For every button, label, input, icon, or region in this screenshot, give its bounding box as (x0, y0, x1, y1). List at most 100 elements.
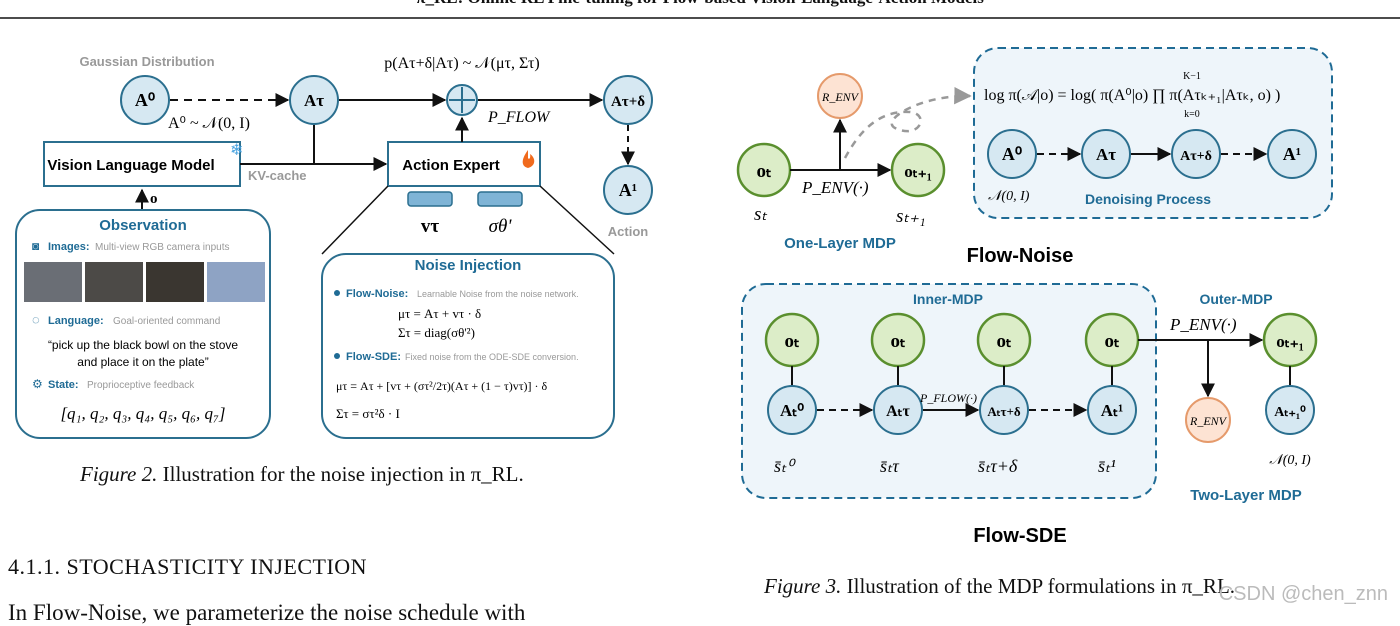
prior-eq: A⁰ ~ 𝒩(0, I) (168, 115, 250, 132)
inner-o-t-3-label: oₜ (996, 331, 1011, 352)
node-a1-label: A¹ (619, 180, 637, 200)
outer-a0 (1265, 385, 1315, 435)
speech-bubble-icon: ◌ (32, 312, 40, 327)
figure-3-caption: Figure 3. Illustration of the MDP formul… (764, 574, 1235, 599)
inner-mdp-panel (741, 283, 1157, 499)
gaussian-label: Gaussian Distribution (79, 54, 214, 69)
denoise-node-a0 (987, 129, 1037, 179)
two-layer-mdp-label: Two-Layer MDP (1190, 487, 1301, 504)
denoising-process-label: Denoising Process (1085, 191, 1211, 207)
r-env-node-top (817, 73, 863, 119)
one-layer-mdp-label: One-Layer MDP (784, 235, 896, 252)
inner-s0: s̄ₜ⁰ (774, 456, 796, 476)
flow-noise-label: Flow-Noise: (346, 288, 408, 300)
camera-image-3 (146, 262, 204, 302)
denoise-node-a1 (1267, 129, 1317, 179)
noise-injection-title: Noise Injection (415, 257, 522, 274)
inner-o-t-1-label: oₜ (784, 331, 799, 352)
inner-atd (979, 385, 1029, 435)
outer-p-env-label: P_ENV(·) (1169, 315, 1237, 334)
denoise-node-atd-label: Aτ+δ (1180, 149, 1212, 164)
flow-sde-desc: Fixed noise from the ODE-SDE conversion. (405, 352, 579, 362)
node-a-tau-delta (603, 75, 653, 125)
denoise-normal-label: 𝒩(0, I) (988, 189, 1030, 204)
sigma-label: σθ' (489, 216, 513, 237)
node-o-t1 (890, 142, 946, 198)
product-upper-limit: K−1 (1183, 71, 1201, 82)
language-label: Language: (48, 315, 104, 327)
flow-noise-bullet (334, 290, 340, 296)
figure-3: R_ENV oₜ oₜ₊₁ P_ENV(·) sₜ sₜ₊₁ One-Layer… (736, 47, 1333, 547)
flow-noise-eq-1: μτ = Aτ + vτ · δ (398, 306, 481, 321)
node-a-tau (289, 75, 339, 125)
inner-a1-label: Aₜ¹ (1101, 401, 1123, 420)
flow-noise-title: Flow-Noise (967, 245, 1074, 267)
s-t-label: sₜ (754, 204, 767, 225)
kv-cache-label: KV-cache (248, 168, 307, 183)
sigma-chip (477, 191, 523, 207)
inner-o-t-2-label: oₜ (890, 331, 905, 352)
node-o-t1-label: oₜ₊₁ (904, 162, 932, 181)
p-flow-label: P_FLOW (487, 109, 551, 126)
p-env-label-top: P_ENV(·) (801, 178, 869, 197)
r-env-node-bottom (1185, 397, 1231, 443)
images-icon: ◙ (32, 239, 39, 253)
inner-atau-label: Aₜτ (886, 403, 910, 420)
inner-stau: s̄ₜτ (880, 456, 899, 476)
r-env-label-bottom: R_ENV (1189, 414, 1228, 428)
action-expert-box (387, 141, 541, 187)
inner-atau (873, 385, 923, 435)
inner-mdp-label: Inner-MDP (913, 291, 983, 307)
v-tau-label: vτ (421, 216, 440, 237)
inner-std: s̄ₜτ+δ (978, 456, 1018, 476)
flow-noise-desc: Learnable Noise from the noise network. (417, 289, 579, 299)
denoise-node-atau-label: Aτ (1096, 145, 1116, 164)
snowflake-icon: ❄ (230, 142, 243, 159)
state-label: State: (48, 379, 79, 391)
node-a0 (120, 75, 170, 125)
node-o-t-label: oₜ (756, 161, 771, 182)
v-tau-chip (407, 191, 453, 207)
node-a0-label: A⁰ (135, 90, 155, 110)
fire-icon (522, 150, 535, 168)
flow-sde-label: Flow-SDE: (346, 351, 401, 363)
outer-o-t1-label: oₜ₊₁ (1276, 332, 1304, 351)
language-desc: Goal-oriented command (113, 316, 220, 327)
zoom-dashed-curve (843, 86, 972, 159)
node-a-tau-label: Aτ (304, 91, 324, 110)
camera-image-1 (24, 262, 82, 302)
flow-sde-eq-1: μτ = Aτ + [vτ + (στ²/2τ)(Aτ + (1 − τ)vτ)… (336, 379, 548, 393)
command-line-1: “pick up the black bowl on the stove (48, 338, 238, 352)
denoise-node-a1-label: A¹ (1283, 144, 1301, 164)
transition-eq: p(Aτ+δ|Aτ) ~ 𝒩(μτ, Στ) (384, 55, 540, 72)
figure-2-caption-label: Figure 2. (80, 462, 158, 486)
product-lower-limit: k=0 (1184, 109, 1200, 120)
vlm-label: Vision Language Model (47, 157, 214, 174)
figure-2-caption: Figure 2. Illustration for the noise inj… (80, 462, 524, 487)
robot-arm-icon: ⚙ (32, 377, 43, 391)
flow-noise-eq-2: Στ = diag(σθ'²) (398, 325, 475, 340)
camera-image-2 (85, 262, 143, 302)
inner-a0 (767, 385, 817, 435)
denoise-node-atd (1171, 129, 1221, 179)
inner-a0-label: Aₜ⁰ (780, 401, 804, 420)
paper-header-title: π_RL: Online RL Fine-tuning for Flow-bas… (0, 0, 1400, 8)
figure-2-caption-text: Illustration for the noise injection in … (162, 462, 524, 486)
denoise-node-atau (1081, 129, 1131, 179)
command-line-2: and place it on the plate” (77, 355, 208, 369)
figure-2: Gaussian Distribution A⁰ Aτ Aτ+δ A¹ Acti… (15, 54, 653, 439)
body-paragraph: In Flow-Noise, we parameterize the noise… (8, 600, 526, 625)
inner-o-t-4-label: oₜ (1104, 331, 1119, 352)
zoom-line-left (321, 185, 389, 255)
figure-3-caption-label: Figure 3. (764, 574, 842, 598)
state-desc: Proprioceptive feedback (87, 380, 195, 391)
figure-3-caption-text: Illustration of the MDP formulations in … (846, 574, 1236, 598)
zoom-line-right (539, 185, 615, 255)
inner-atd-label: Aₜτ+δ (987, 404, 1021, 419)
s-t1-label: sₜ₊₁ (896, 206, 926, 227)
noise-injection-panel (321, 253, 615, 439)
inner-a1 (1087, 385, 1137, 435)
action-label: Action (608, 224, 649, 239)
r-env-label-top: R_ENV (821, 90, 860, 104)
